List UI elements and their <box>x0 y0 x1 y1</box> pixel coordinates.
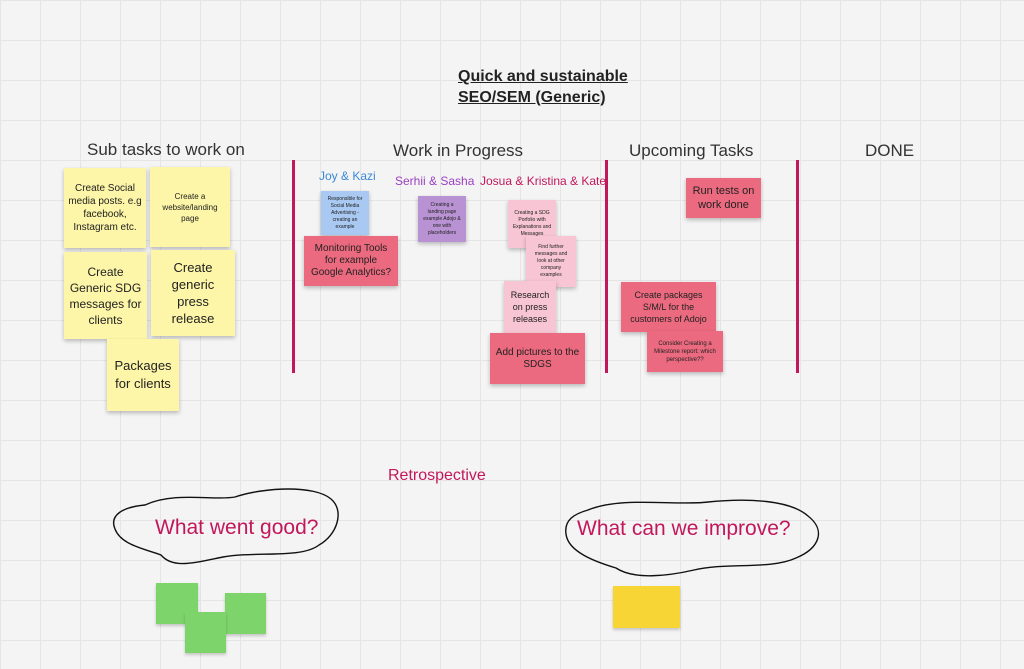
retro-went-good[interactable]: What went good? <box>155 516 319 539</box>
sticky-note[interactable]: Add pictures to the SDGS <box>490 333 585 384</box>
column-divider[interactable] <box>796 160 799 373</box>
sticky-note[interactable]: Create a website/landing page <box>150 167 230 247</box>
retro-improve[interactable]: What can we improve? <box>577 517 791 540</box>
assignee-label[interactable]: Joy & Kazi <box>319 169 376 183</box>
retrospective-label[interactable]: Retrospective <box>388 467 486 484</box>
sticky-note[interactable]: Create Generic SDG messages for clients <box>64 252 147 339</box>
sticky-note[interactable]: Create Social media posts. e.g facebook,… <box>64 168 146 248</box>
sticky-note[interactable] <box>613 586 680 628</box>
sticky-note[interactable]: Monitoring Tools for example Google Anal… <box>304 236 398 286</box>
sticky-note[interactable] <box>225 593 266 634</box>
sticky-note[interactable] <box>185 612 226 653</box>
sticky-note[interactable]: Create generic press release <box>151 250 235 336</box>
assignee-label[interactable]: Josua & Kristina & Kate <box>480 174 607 188</box>
sticky-note[interactable]: Consider Creating a Milestone report: wh… <box>647 331 723 372</box>
column-divider[interactable] <box>292 160 295 373</box>
column-header-done[interactable]: DONE <box>865 141 915 160</box>
sticky-note[interactable]: Find further messages and look at other … <box>526 236 576 287</box>
sticky-note[interactable]: Research on press releases <box>504 281 556 333</box>
sticky-note[interactable]: Responsible for Social Media Advertising… <box>321 191 369 235</box>
column-header-upcoming[interactable]: Upcoming Tasks <box>629 141 754 160</box>
sticky-note[interactable]: Create packages S/M/L for the customers … <box>621 282 716 332</box>
sticky-note[interactable]: Run tests on work done <box>686 178 761 218</box>
sticky-note[interactable]: Packages for clients <box>107 339 179 411</box>
cloud-outline[interactable] <box>105 483 345 573</box>
column-header-subtasks[interactable]: Sub tasks to work on <box>87 140 245 159</box>
cloud-outline[interactable] <box>558 490 830 584</box>
board-title[interactable]: Quick and sustainable SEO/SEM (Generic) <box>458 68 628 106</box>
assignee-label[interactable]: Serhii & Sasha <box>395 174 475 188</box>
sticky-note[interactable]: Creating a landing page example Adojo & … <box>418 196 466 242</box>
column-header-in-progress[interactable]: Work in Progress <box>393 141 524 160</box>
column-divider[interactable] <box>605 160 608 373</box>
